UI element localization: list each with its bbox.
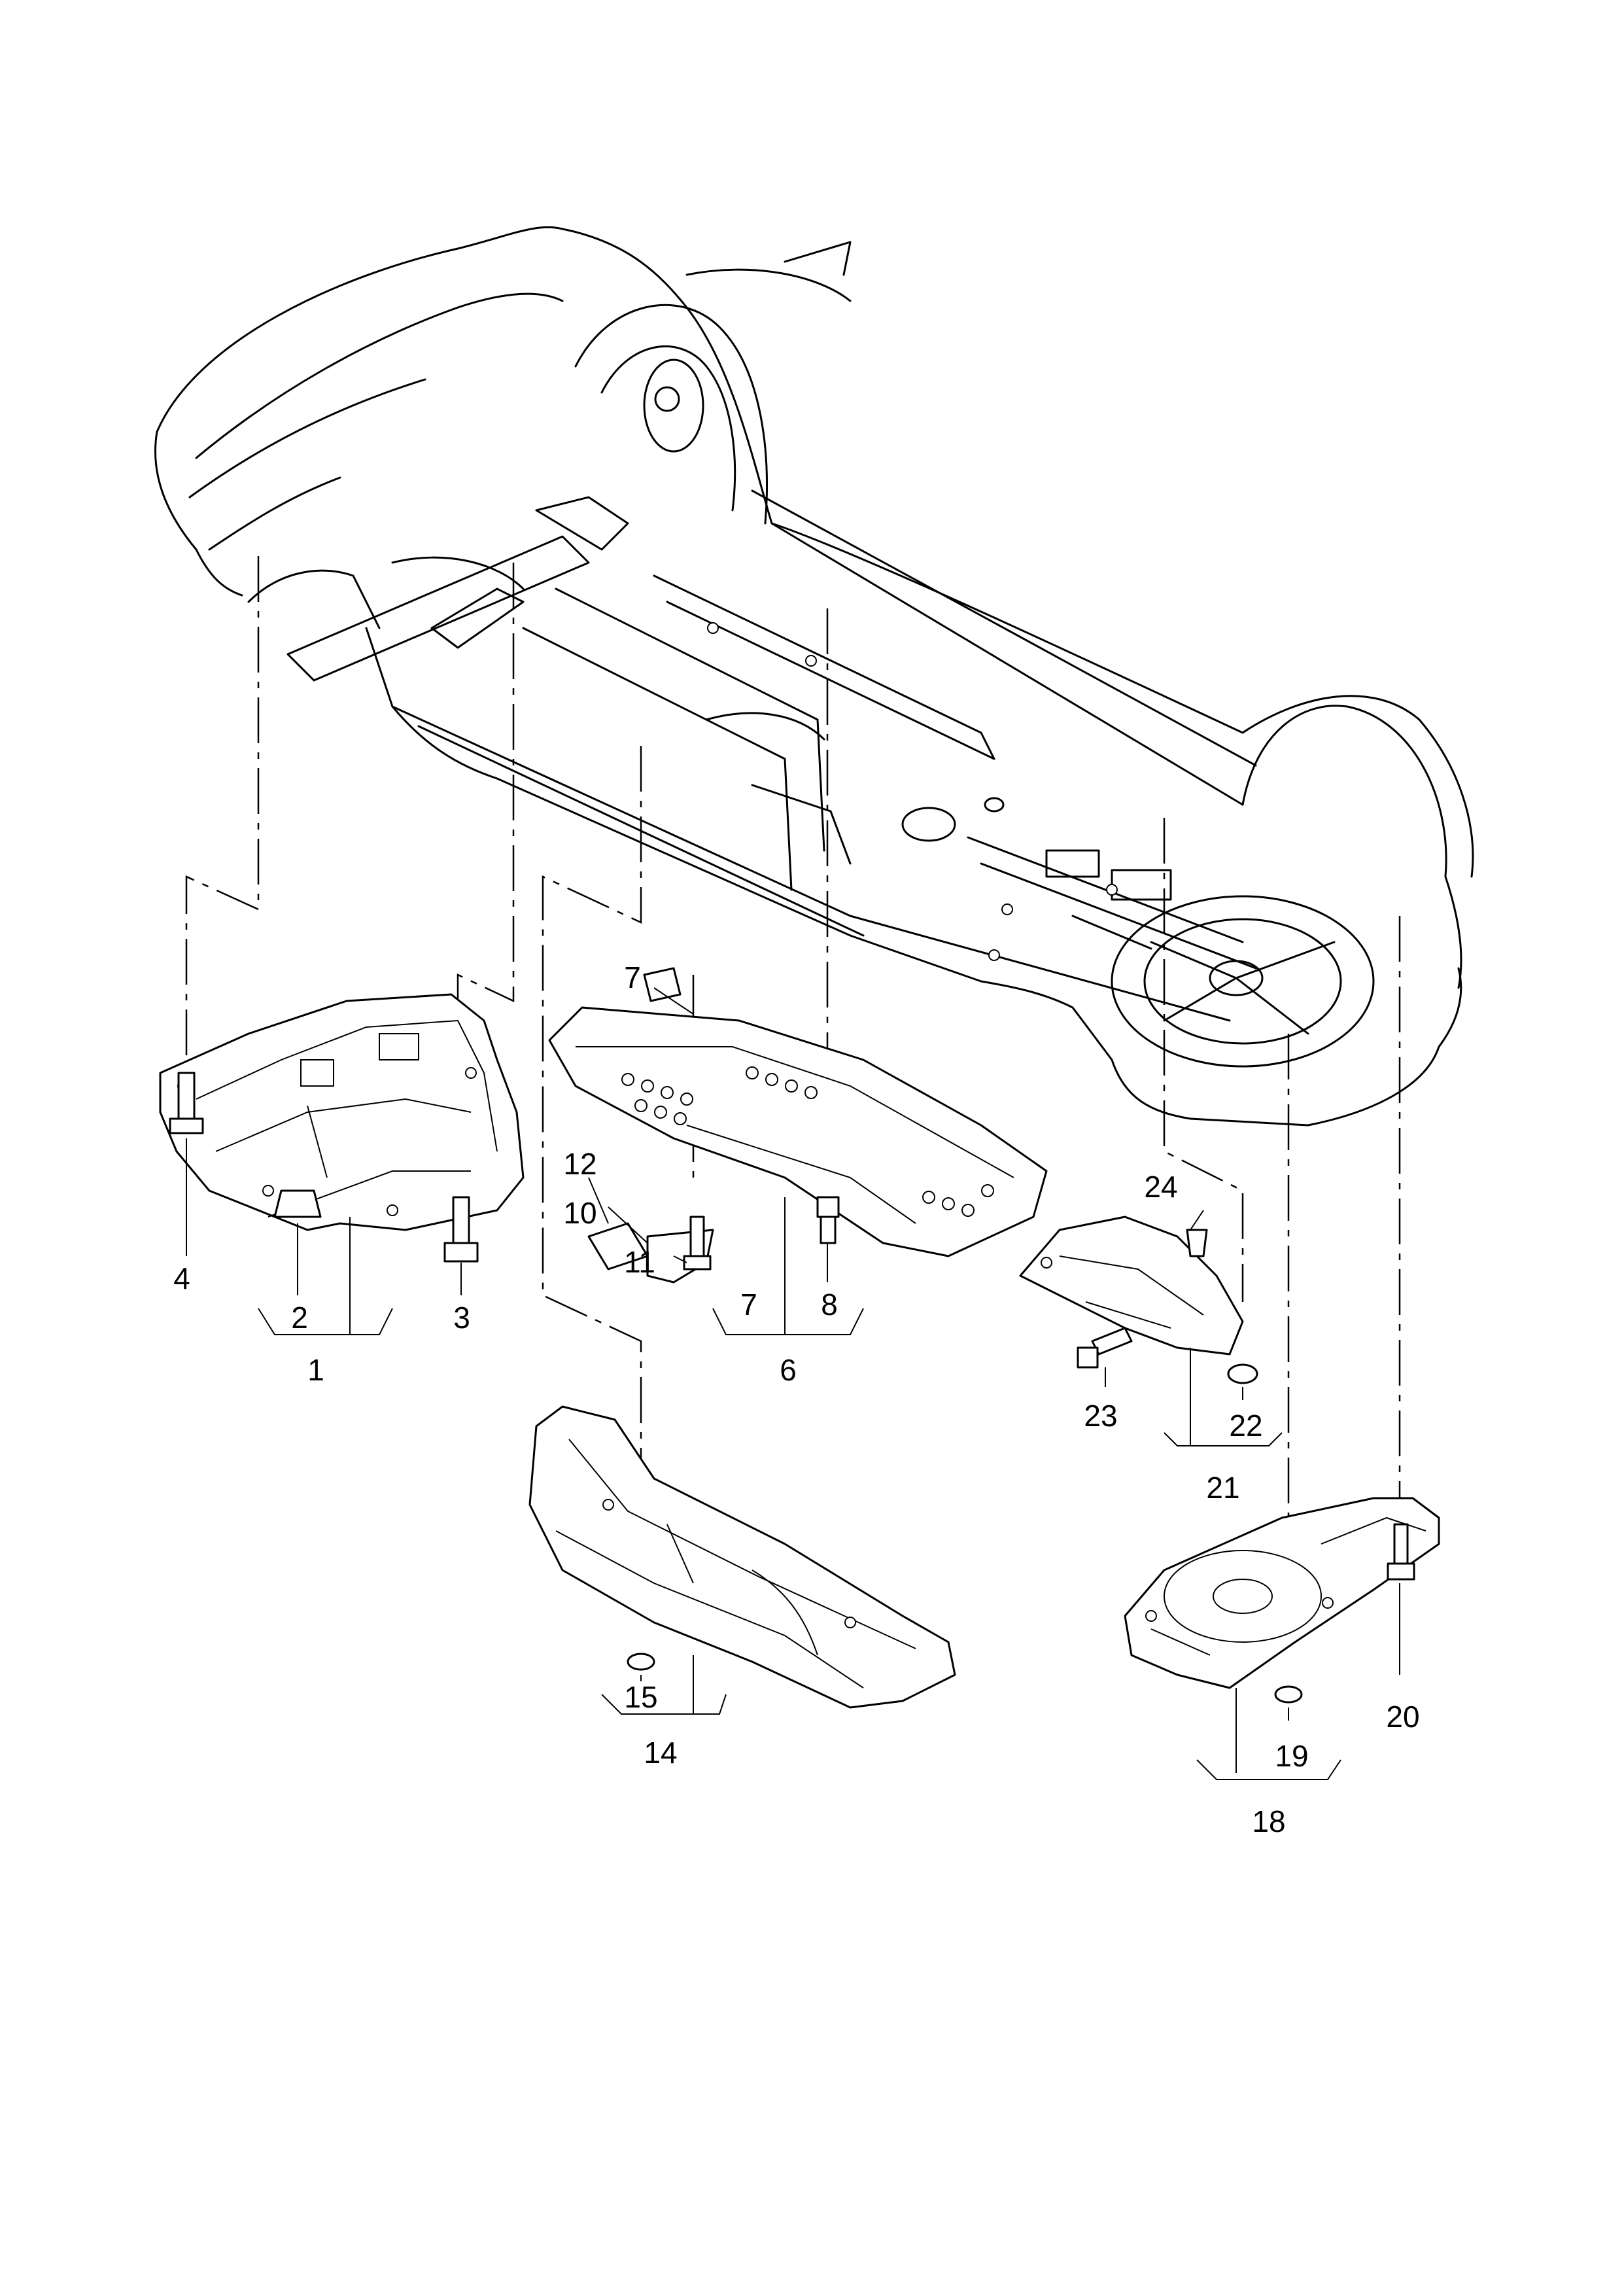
heat-shield-part-14 xyxy=(528,1405,956,1709)
screw-icon xyxy=(1387,1523,1415,1581)
callout-6: 6 xyxy=(780,1353,797,1387)
callout-18: 18 xyxy=(1252,1804,1285,1838)
callout-1: 1 xyxy=(307,1353,324,1387)
clip-part-24 xyxy=(1186,1229,1208,1257)
callout-2: 2 xyxy=(291,1301,308,1335)
callout-24: 24 xyxy=(1144,1170,1177,1204)
engine-shield-part-1 xyxy=(159,993,525,1231)
center-panel-part-6 xyxy=(548,1006,1048,1257)
callout-23: 23 xyxy=(1084,1399,1117,1433)
bolt-icon xyxy=(169,1072,204,1134)
nut-icon xyxy=(1274,1685,1303,1704)
callout-21: 21 xyxy=(1206,1471,1239,1505)
callout-11: 11 xyxy=(624,1245,655,1279)
callout-10: 10 xyxy=(563,1196,596,1230)
vehicle-underbody xyxy=(154,226,1474,1127)
callout-14: 14 xyxy=(644,1736,677,1770)
nut-icon xyxy=(1227,1363,1258,1384)
side-shield-part-21 xyxy=(1019,1216,1244,1356)
callout-labels: 4 2 3 1 7 12 10 11 7 8 6 15 14 24 23 22 … xyxy=(173,960,1419,1838)
clip-nut-icon xyxy=(273,1189,322,1218)
callout-4: 4 xyxy=(173,1261,190,1295)
nut-icon xyxy=(627,1653,655,1671)
callout-22: 22 xyxy=(1229,1409,1262,1443)
screw-icon xyxy=(443,1196,479,1263)
clip-part-7 xyxy=(643,967,682,1002)
screw-icon xyxy=(1077,1327,1133,1369)
rear-panel-part-18 xyxy=(1124,1497,1440,1689)
nut-icon xyxy=(816,1196,840,1244)
callout-7b: 7 xyxy=(740,1288,757,1322)
callout-20: 20 xyxy=(1386,1700,1419,1734)
callout-15: 15 xyxy=(624,1680,657,1714)
callout-3: 3 xyxy=(453,1301,470,1335)
leader-lines xyxy=(186,987,1400,1780)
callout-8: 8 xyxy=(821,1288,838,1322)
callout-12: 12 xyxy=(563,1147,596,1181)
screw-icon xyxy=(683,1216,712,1270)
vent-holes xyxy=(621,1066,994,1217)
callout-7a: 7 xyxy=(624,960,641,994)
callout-19: 19 xyxy=(1275,1739,1308,1773)
